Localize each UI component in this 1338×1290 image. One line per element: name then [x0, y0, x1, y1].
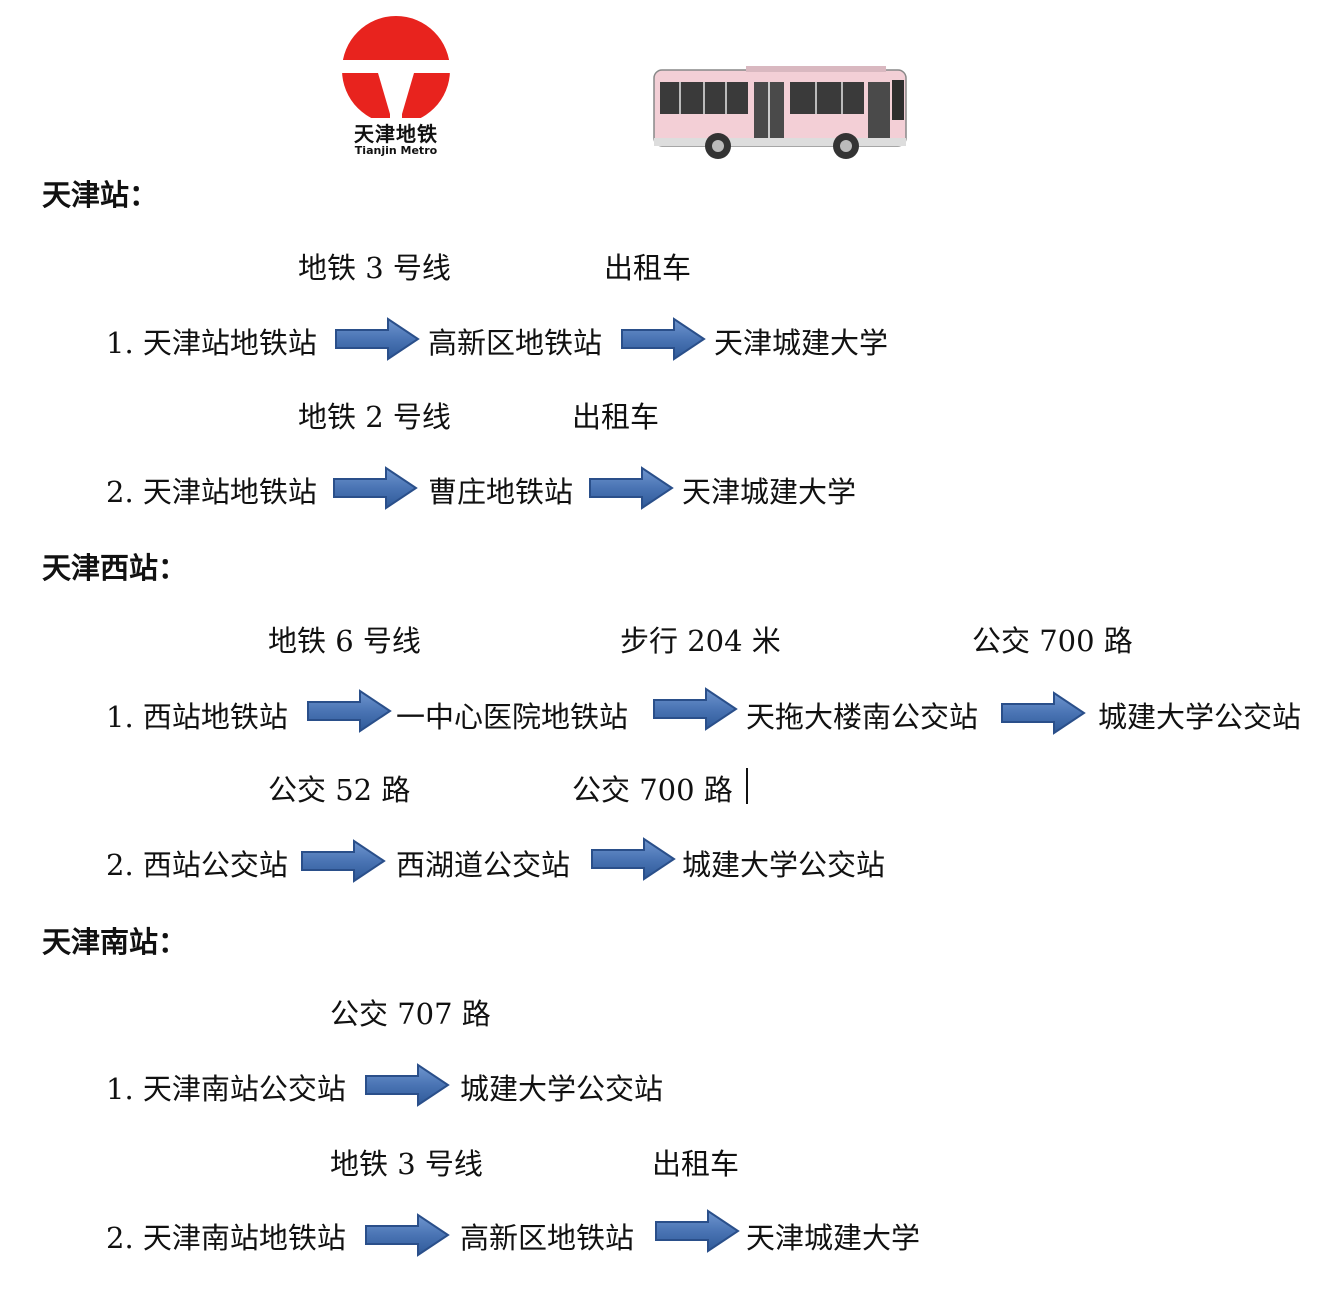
route-label: 公交 700 路 — [572, 773, 733, 807]
arrow-right-icon — [655, 1209, 740, 1253]
route-step: 1. 天津南站公交站 — [106, 1072, 346, 1106]
route-label: 地铁 3 号线 — [298, 251, 451, 285]
bus-icon — [653, 66, 907, 159]
logo-name-en: Tianjin Metro — [354, 144, 438, 157]
route-step: 2. 天津南站地铁站 — [106, 1221, 346, 1255]
route-step: 一中心医院地铁站 — [396, 700, 629, 734]
metro-logo-icon — [342, 16, 450, 124]
route-step: 曹庄地铁站 — [428, 475, 574, 509]
route-label: 地铁 2 号线 — [298, 400, 451, 434]
arrow-right-icon — [307, 689, 392, 733]
route-step: 高新区地铁站 — [460, 1221, 635, 1255]
arrow-right-icon — [335, 317, 420, 361]
route-label: 出租车 — [652, 1147, 740, 1181]
logo-name-cn: 天津地铁 — [354, 122, 438, 146]
text-cursor — [746, 768, 748, 804]
route-step: 2. 西站公交站 — [106, 848, 288, 882]
arrow-right-icon — [621, 317, 706, 361]
arrow-right-icon — [365, 1063, 450, 1107]
route-step: 天拖大楼南公交站 — [746, 700, 979, 734]
arrow-right-icon — [653, 687, 738, 731]
route-step: 城建大学公交站 — [682, 848, 886, 882]
route-label: 公交 52 路 — [268, 773, 411, 807]
arrow-right-icon — [301, 839, 386, 883]
section-title: 天津西站： — [42, 551, 188, 585]
route-label: 公交 707 路 — [330, 997, 491, 1031]
route-step: 西湖道公交站 — [396, 848, 571, 882]
route-step: 高新区地铁站 — [428, 326, 603, 360]
route-label: 出租车 — [604, 251, 692, 285]
arrow-right-icon — [365, 1213, 450, 1257]
arrow-right-icon — [1001, 691, 1086, 735]
route-step: 天津城建大学 — [746, 1221, 921, 1255]
arrow-right-icon — [591, 837, 676, 881]
route-step: 城建大学公交站 — [1098, 700, 1302, 734]
route-label: 步行 204 米 — [620, 624, 781, 658]
arrow-right-icon — [589, 466, 674, 510]
section-title: 天津站： — [42, 178, 159, 212]
route-step: 1. 天津站地铁站 — [106, 326, 317, 360]
arrow-right-icon — [333, 466, 418, 510]
route-label: 公交 700 路 — [972, 624, 1133, 658]
route-step: 1. 西站地铁站 — [106, 700, 288, 734]
route-label: 地铁 3 号线 — [330, 1147, 483, 1181]
route-label: 地铁 6 号线 — [268, 624, 421, 658]
route-step: 天津城建大学 — [714, 326, 889, 360]
tianjin-metro-logo: 天津地铁 Tianjin Metro — [338, 14, 454, 160]
route-step: 城建大学公交站 — [460, 1072, 664, 1106]
route-step: 2. 天津站地铁站 — [106, 475, 317, 509]
route-step: 天津城建大学 — [682, 475, 857, 509]
section-title: 天津南站： — [42, 925, 188, 959]
route-label: 出租车 — [572, 400, 660, 434]
